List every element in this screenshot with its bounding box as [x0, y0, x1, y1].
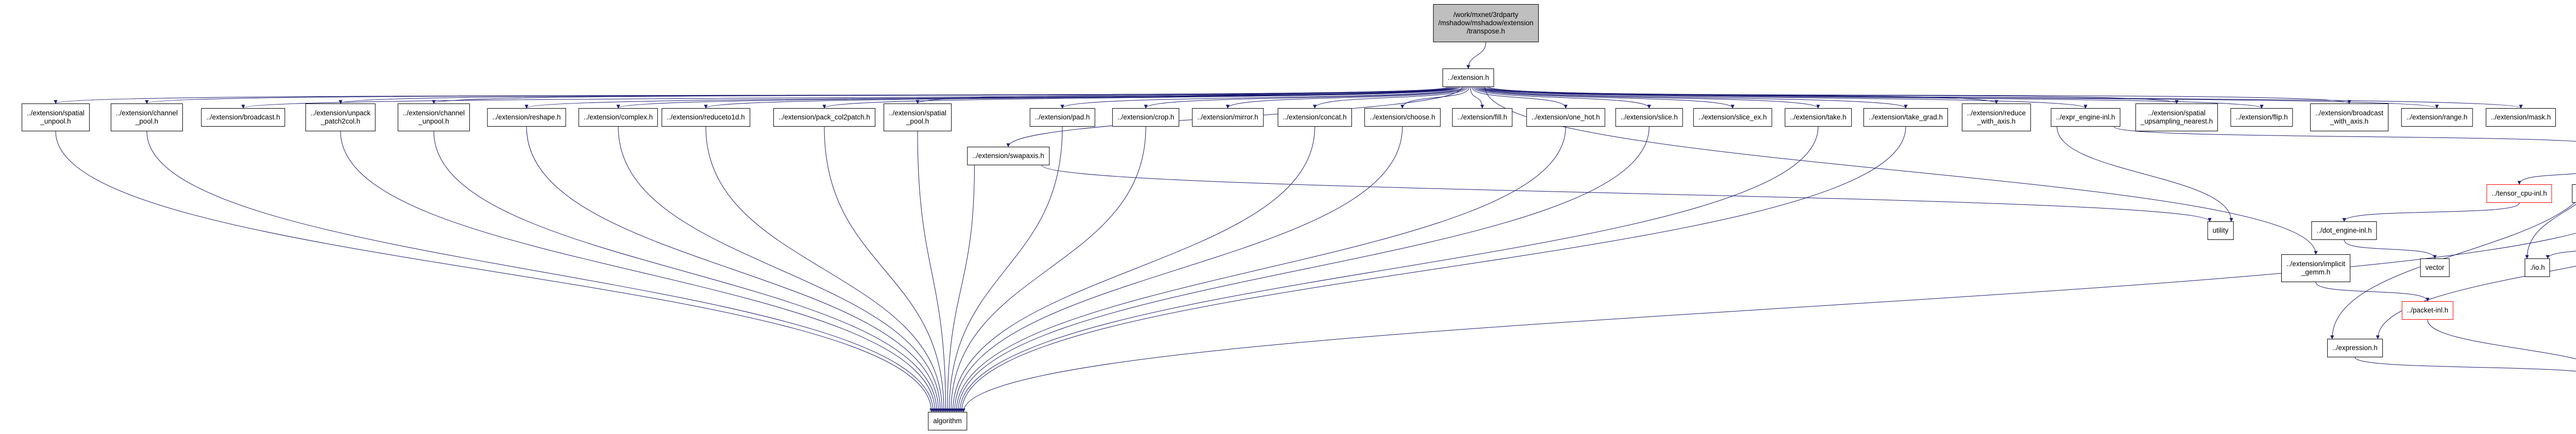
node-vector: vector	[2420, 258, 2450, 277]
include-edge	[956, 126, 1650, 412]
node-swapaxis[interactable]: ../extension/swapaxis.h	[967, 147, 1049, 165]
node-take_grad[interactable]: ../extension/take_grad.h	[1863, 108, 1948, 127]
node-io[interactable]: ./io.h	[2524, 258, 2550, 277]
include-edge	[947, 126, 1063, 412]
include-edge	[945, 165, 975, 412]
node-spatial_unpool[interactable]: ../extension/spatial _unpool.h	[22, 103, 90, 131]
include-edge	[953, 126, 1403, 412]
include-edge	[917, 131, 948, 412]
include-edge	[2330, 201, 2576, 339]
include-edge	[1489, 86, 2523, 109]
include-edge	[1470, 86, 1484, 109]
node-iostream: iostream	[2572, 184, 2576, 203]
node-slice[interactable]: ../extension/slice.h	[1615, 108, 1683, 127]
node-choose[interactable]: ../extension/choose.h	[1364, 108, 1440, 127]
include-edge	[1226, 86, 1467, 109]
node-slice_ex[interactable]: ../extension/slice_ex.h	[1693, 108, 1772, 127]
node-reshape[interactable]: ../extension/reshape.h	[487, 108, 566, 127]
include-edge	[1483, 86, 2264, 109]
node-reduceto1d[interactable]: ../extension/reduceto1d.h	[662, 108, 750, 127]
node-concat[interactable]: ../extension/concat.h	[1278, 108, 1352, 127]
include-edge	[2342, 202, 2520, 222]
node-broadcast_with_axis[interactable]: ../extension/broadcast _with_axis.h	[2310, 103, 2389, 131]
include-edge	[1471, 86, 1568, 109]
include-edge	[524, 86, 1455, 109]
node-expression[interactable]: ../expression.h	[2327, 339, 2383, 357]
node-mask[interactable]: ../extension/mask.h	[2485, 108, 2556, 127]
node-transpose[interactable]: /work/mxnet/3rdparty /mshadow/mshadow/ex…	[1433, 4, 1539, 42]
include-edge	[1477, 86, 1908, 109]
include-edge	[1473, 86, 1651, 109]
include-edge	[2057, 126, 2233, 222]
node-expr_engine[interactable]: ../expr_engine-inl.h	[2050, 108, 2121, 127]
include-edge	[1466, 42, 1486, 69]
node-range[interactable]: ../extension/range.h	[2401, 108, 2473, 127]
include-edge	[432, 86, 1453, 104]
include-edge	[951, 126, 1315, 412]
include-edge	[824, 126, 946, 412]
node-crop[interactable]: ../extension/crop.h	[1112, 108, 1180, 127]
node-pack_col2patch[interactable]: ../extension/pack_col2patch.h	[773, 108, 875, 127]
include-edge	[1487, 86, 2439, 109]
include-edge	[340, 131, 937, 412]
include-edge	[1476, 86, 1820, 109]
include-edge	[704, 86, 1458, 109]
include-edge	[2517, 173, 2576, 185]
node-reduce_with_axis[interactable]: ../extension/reduce _with_axis.h	[1961, 103, 2031, 131]
include-edge	[2354, 357, 2576, 372]
include-edge	[2315, 282, 2430, 302]
node-packet[interactable]: ../packet-inl.h	[2401, 301, 2454, 320]
node-pad[interactable]: ../extension/pad.h	[1029, 108, 1095, 127]
include-edge	[1313, 86, 1468, 109]
include-edge	[959, 126, 1906, 412]
node-spatial_pool[interactable]: ../extension/spatial _pool.h	[884, 103, 952, 131]
node-channel_unpool[interactable]: ../extension/channel _unpool.h	[397, 103, 470, 131]
include-edge	[1060, 86, 1464, 109]
node-channel_pool[interactable]: ../extension/channel _pool.h	[110, 103, 183, 131]
include-edge	[958, 126, 1819, 412]
node-fill[interactable]: ../extension/fill.h	[1452, 108, 1513, 127]
include-edge	[55, 131, 934, 412]
include-edge	[616, 86, 1456, 109]
node-tensor_cpu[interactable]: ../tensor_cpu-inl.h	[2486, 184, 2552, 203]
include-edge	[705, 126, 944, 412]
node-extension[interactable]: ../extension.h	[1442, 68, 1495, 87]
include-edge	[1475, 86, 1735, 109]
node-unpack_patch2col[interactable]: ../extension/unpack _patch2col.h	[305, 103, 376, 131]
include-edge	[2427, 319, 2576, 359]
include-edge	[2344, 239, 2437, 259]
node-mirror[interactable]: ../extension/mirror.h	[1192, 108, 1264, 127]
include-edge	[961, 233, 2576, 412]
include-edge	[916, 86, 1461, 104]
node-complex[interactable]: ../extension/complex.h	[578, 108, 658, 127]
node-dot_engine[interactable]: ../dot_engine-inl.h	[2311, 221, 2377, 240]
include-edge	[2546, 251, 2576, 259]
include-edge	[1400, 86, 1469, 109]
include-edge	[618, 126, 942, 412]
include-edge	[2376, 266, 2576, 339]
include-edge	[146, 131, 936, 412]
node-spatial_upsampling[interactable]: ../extension/spatial _upsampling_nearest…	[2135, 103, 2218, 131]
include-edge	[1144, 86, 1465, 109]
node-flip[interactable]: ../extension/flip.h	[2230, 108, 2293, 127]
include-edge	[949, 126, 1146, 412]
include-edge	[2525, 204, 2576, 259]
node-broadcast[interactable]: ../extension/broadcast.h	[201, 108, 285, 127]
include-edge	[1042, 165, 2212, 222]
include-edge	[2113, 126, 2576, 142]
include-edge	[954, 126, 1566, 412]
node-utility: utility	[2207, 221, 2234, 240]
node-implicit_gemm[interactable]: ../extension/implicit _gemm.h	[2281, 254, 2351, 282]
include-edge	[433, 131, 939, 412]
include-edge	[526, 126, 941, 412]
node-take[interactable]: ../extension/take.h	[1785, 108, 1852, 127]
include-edge	[1480, 86, 2088, 109]
node-one_hot[interactable]: ../extension/one_hot.h	[1526, 108, 1605, 127]
node-algorithm: algorithm	[928, 412, 967, 430]
